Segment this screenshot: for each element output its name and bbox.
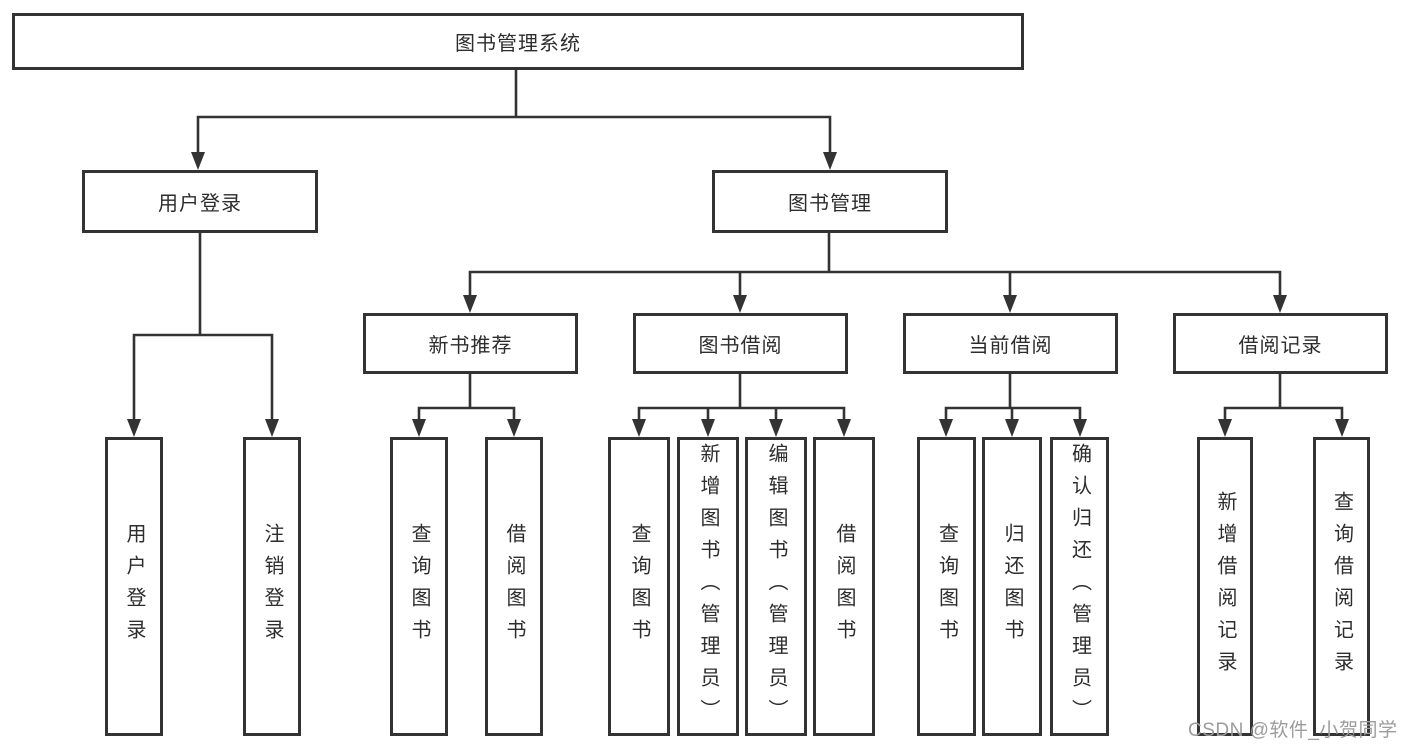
- leaf-query-books-2: 查询图书: [608, 437, 670, 736]
- node-book-borrowing: 图书借阅: [633, 313, 848, 374]
- csdn-watermark: CSDN @软件_小贺同学: [1188, 720, 1398, 741]
- node-label: 新增借阅记录: [1214, 490, 1236, 683]
- node-label: 借阅记录: [1238, 335, 1323, 357]
- leaf-logout: 注销登录: [243, 437, 301, 736]
- node-label: 新增图书（管理员）: [697, 442, 719, 731]
- node-label: 查询借阅记录: [1330, 490, 1353, 683]
- node-label: 借阅图书: [503, 522, 525, 651]
- leaf-user-login: 用户登录: [105, 437, 163, 736]
- leaf-query-books-1: 查询图书: [390, 437, 448, 736]
- node-current-borrowing: 当前借阅: [903, 313, 1118, 374]
- connector-new-book-children: [417, 372, 516, 423]
- leaf-edit-books-admin: 编辑图书（管理员）: [745, 437, 807, 736]
- node-label: 新书推荐: [428, 335, 513, 357]
- node-label: 归还图书: [1001, 522, 1023, 651]
- leaf-return-books: 归还图书: [982, 437, 1042, 736]
- connector-user-login-children: [132, 231, 274, 423]
- node-label: 查询图书: [628, 522, 650, 651]
- node-label: 用户登录: [158, 193, 242, 215]
- node-label: 查询图书: [408, 522, 430, 651]
- node-label: 查询图书: [935, 522, 958, 651]
- leaf-borrow-books-2: 借阅图书: [813, 437, 875, 736]
- node-label: 用户登录: [123, 522, 145, 651]
- node-label: 图书管理系统: [455, 33, 581, 55]
- node-book-management: 图书管理: [712, 170, 948, 233]
- leaf-query-books-3: 查询图书: [917, 437, 976, 736]
- leaf-query-borrow-record: 查询借阅记录: [1313, 437, 1370, 736]
- node-label: 确认归还（管理员）: [1068, 442, 1091, 731]
- node-user-login: 用户登录: [82, 170, 318, 233]
- node-label: 借阅图书: [833, 522, 855, 651]
- connector-book-borrow-children: [637, 372, 846, 423]
- leaf-borrow-books-1: 借阅图书: [485, 437, 543, 736]
- node-borrowing-records: 借阅记录: [1173, 313, 1388, 374]
- leaf-add-borrow-record: 新增借阅记录: [1197, 437, 1253, 736]
- node-label: 图书借阅: [698, 335, 783, 357]
- connector-borrow-record-children: [1223, 372, 1344, 423]
- node-new-book-recommend: 新书推荐: [363, 313, 578, 374]
- node-library-management-system: 图书管理系统: [12, 13, 1024, 70]
- node-label: 编辑图书（管理员）: [765, 442, 787, 731]
- leaf-confirm-return-admin: 确认归还（管理员）: [1050, 437, 1109, 736]
- node-label: 注销登录: [261, 522, 283, 651]
- connector-root-to-level2: [196, 68, 832, 156]
- leaf-add-books-admin: 新增图书（管理员）: [677, 437, 739, 736]
- node-label: 图书管理: [788, 193, 872, 215]
- node-label: 当前借阅: [968, 335, 1053, 357]
- connector-book-management-children: [468, 231, 1282, 299]
- connector-current-borrow-children: [944, 372, 1082, 423]
